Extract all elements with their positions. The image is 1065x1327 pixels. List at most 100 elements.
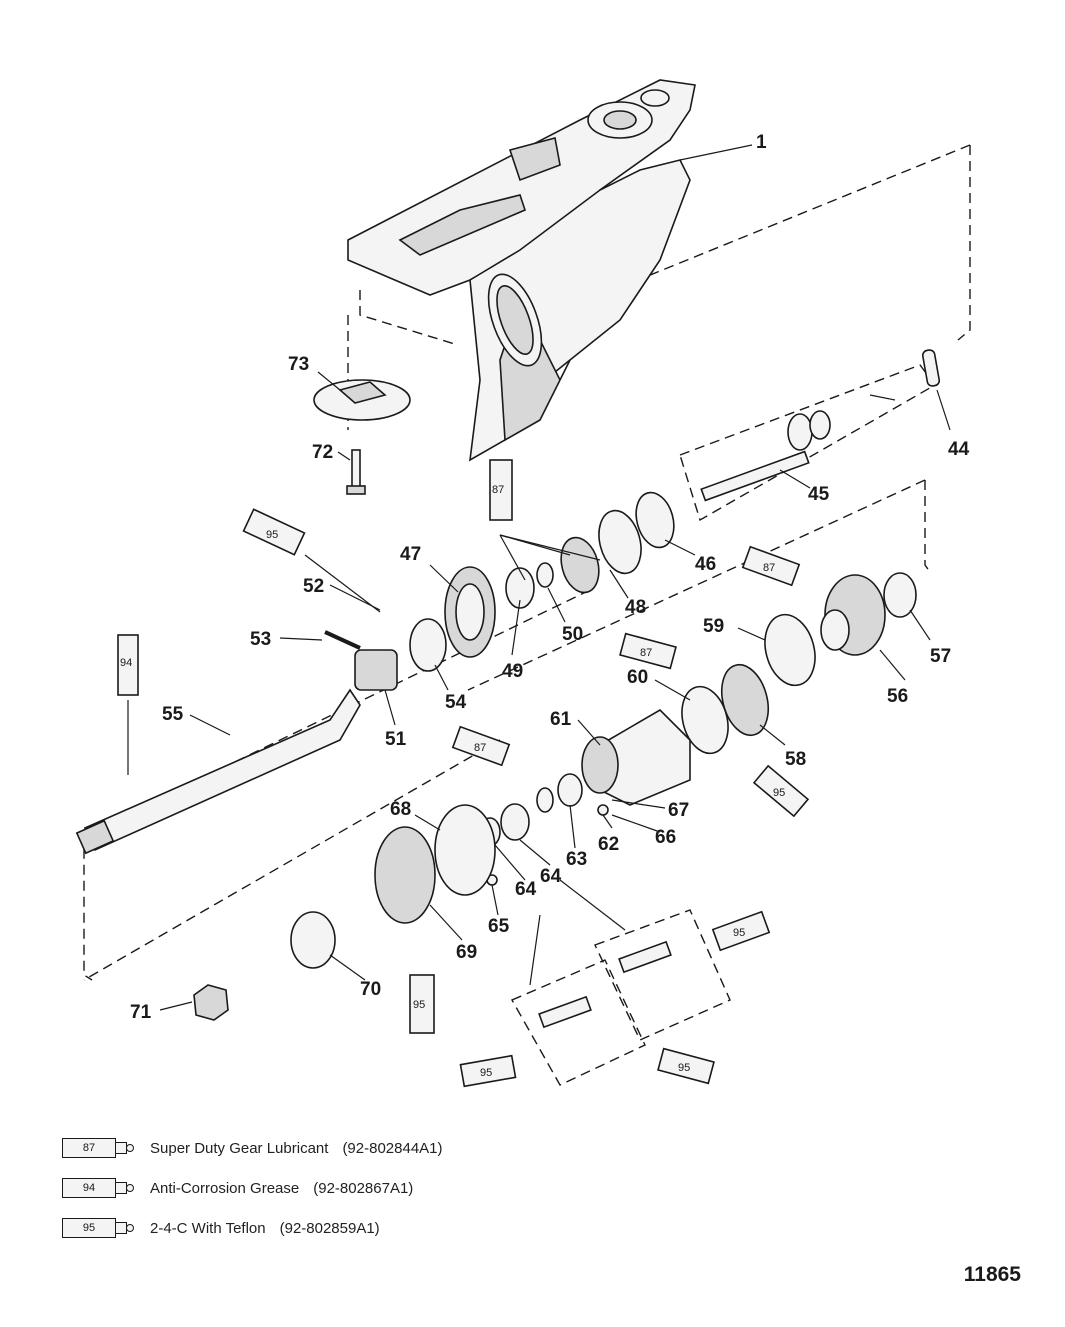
retainer-clip <box>921 349 941 387</box>
svg-text:70: 70 <box>360 979 381 1000</box>
svg-text:65: 65 <box>488 916 510 937</box>
lubricant-tube-87: 87 <box>619 632 677 670</box>
lubricant-tube-94: 94 <box>117 634 139 696</box>
bearing-race <box>598 509 642 575</box>
svg-text:57: 57 <box>930 646 951 667</box>
svg-text:46: 46 <box>695 554 716 575</box>
assembly-guide-line <box>83 739 501 981</box>
svg-text:73: 73 <box>288 354 309 375</box>
tube-icon: 87 <box>62 1138 136 1158</box>
lubricant-tube-95: 95 <box>459 1054 517 1088</box>
svg-text:94: 94 <box>120 657 132 669</box>
svg-text:87: 87 <box>763 562 775 574</box>
svg-text:55: 55 <box>162 704 184 725</box>
tab-washer-small <box>290 911 336 969</box>
o-ring <box>764 613 816 687</box>
forward-gear <box>444 566 496 658</box>
assembly-guide-line <box>83 589 591 981</box>
o-ring-seal <box>681 685 729 755</box>
legend-label: 2-4-C With Teflon(92-802859A1) <box>150 1219 380 1237</box>
shift-shaft <box>700 394 896 502</box>
svg-text:59: 59 <box>703 616 724 637</box>
retaining-ring <box>536 787 554 813</box>
svg-text:95: 95 <box>733 927 745 939</box>
figure-number: 11865 <box>963 1263 1021 1286</box>
callout-numbers: 1 44 45 46 47 48 49 50 51 52 53 54 55 56… <box>130 132 970 1023</box>
svg-text:71: 71 <box>130 1002 152 1023</box>
legend-label: Anti-Corrosion Grease(92-802867A1) <box>150 1179 414 1197</box>
small-screw <box>597 804 609 816</box>
legend-label: Super Duty Gear Lubricant(92-802844A1) <box>150 1139 443 1157</box>
lubricant-tube-87: 87 <box>741 545 801 587</box>
svg-text:95: 95 <box>266 529 278 541</box>
assembly-guide-line <box>477 144 971 346</box>
svg-text:44: 44 <box>948 439 970 460</box>
svg-text:61: 61 <box>550 709 572 730</box>
cover-nut <box>374 826 436 924</box>
svg-text:1: 1 <box>756 132 767 153</box>
svg-text:49: 49 <box>502 661 523 682</box>
roller-bearing <box>505 567 535 609</box>
svg-text:87: 87 <box>640 647 652 659</box>
lubricant-tube-95: 95 <box>711 910 771 952</box>
svg-text:64: 64 <box>515 879 537 900</box>
gear-housing <box>347 79 696 462</box>
anode-bolt <box>346 449 366 495</box>
tapered-bearing <box>560 536 600 594</box>
svg-text:54: 54 <box>445 692 467 713</box>
tab-washer <box>434 804 496 896</box>
svg-text:52: 52 <box>303 576 324 597</box>
shift-cam <box>538 995 592 1029</box>
tube-icon: 94 <box>62 1178 136 1198</box>
svg-text:87: 87 <box>474 742 486 754</box>
svg-text:47: 47 <box>400 544 421 565</box>
sliding-clutch <box>354 649 398 691</box>
svg-text:95: 95 <box>413 999 425 1011</box>
svg-text:62: 62 <box>598 834 619 855</box>
svg-text:69: 69 <box>456 942 477 963</box>
svg-text:95: 95 <box>678 1062 690 1074</box>
svg-text:87: 87 <box>492 484 504 496</box>
svg-text:67: 67 <box>668 800 689 821</box>
shift-cam-group-outline <box>511 959 646 1086</box>
svg-text:58: 58 <box>785 749 806 770</box>
svg-text:51: 51 <box>385 729 407 750</box>
shim-ring <box>635 491 675 549</box>
reverse-gear <box>820 574 886 656</box>
svg-text:95: 95 <box>773 787 785 799</box>
assembly-guide-line <box>924 480 931 573</box>
lubricant-tube-95: 95 <box>409 974 435 1034</box>
lubricant-tube-95: 95 <box>657 1047 715 1085</box>
shift-cam <box>618 940 672 974</box>
cross-pin <box>324 630 361 650</box>
leader-lines <box>127 144 951 1011</box>
legend-item: 95 2-4-C With Teflon(92-802859A1) <box>62 1208 443 1248</box>
propeller-shaft <box>75 688 361 855</box>
svg-text:53: 53 <box>250 629 271 650</box>
propeller-nut <box>193 984 229 1021</box>
assembly-guide-line <box>359 290 459 346</box>
assembly-guide-line <box>957 145 971 341</box>
assembly-guide-line <box>467 479 926 691</box>
svg-text:60: 60 <box>627 667 648 688</box>
svg-text:50: 50 <box>562 624 583 645</box>
svg-text:72: 72 <box>312 442 333 463</box>
legend-item: 87 Super Duty Gear Lubricant(92-802844A1… <box>62 1128 443 1168</box>
tube-icon: 95 <box>62 1218 136 1238</box>
lubricant-tube-95: 95 <box>242 508 306 556</box>
shift-cam-group-outline <box>594 909 731 1041</box>
washer <box>536 562 554 588</box>
svg-text:64: 64 <box>540 866 562 887</box>
lubricant-tube-87: 87 <box>451 725 511 767</box>
lubricant-legend: 87 Super Duty Gear Lubricant(92-802844A1… <box>62 1128 443 1248</box>
bearing-assembly <box>409 618 447 672</box>
svg-text:56: 56 <box>887 686 908 707</box>
svg-text:66: 66 <box>655 827 676 848</box>
svg-text:48: 48 <box>625 597 646 618</box>
seal <box>500 803 530 841</box>
anode-plate <box>313 379 411 421</box>
lubricant-tube-95: 95 <box>752 764 810 818</box>
thrust-washer <box>883 572 917 618</box>
svg-text:95: 95 <box>480 1067 492 1079</box>
